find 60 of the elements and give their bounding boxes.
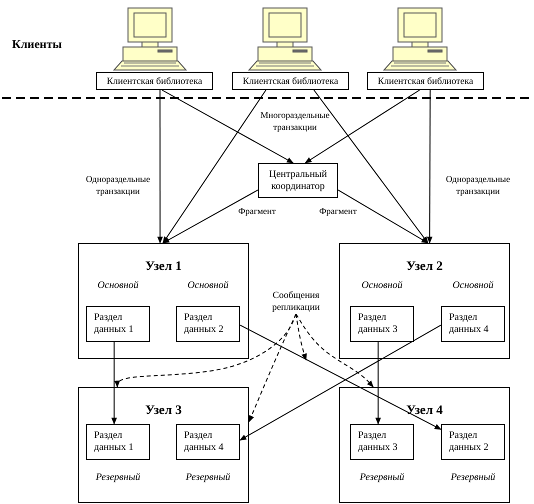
library-name: Клиентская библиотека (376, 76, 474, 88)
node-box (78, 243, 249, 359)
role-label: Резервный (358, 472, 406, 484)
node-box (339, 243, 510, 359)
partition-name: Раздел данных 2 (184, 312, 224, 336)
partition-name: Раздел данных 3 (358, 430, 398, 454)
arrow (338, 189, 429, 244)
role-label: Резервный (184, 472, 232, 484)
node-title: Узел 1 (144, 258, 183, 274)
partition-name: Раздел данных 4 (184, 430, 224, 454)
library-name: Клиентская библиотека (242, 76, 340, 88)
partition-box (86, 424, 150, 460)
role-label: Резервный (94, 472, 142, 484)
partition-box (441, 306, 505, 342)
dashed-arrow (296, 314, 307, 361)
partition-box (350, 424, 414, 460)
arrow (426, 90, 432, 244)
node-title: Узел 4 (405, 402, 444, 418)
node-title: Узел 2 (405, 258, 444, 274)
role-label: Основной (452, 280, 494, 292)
library-box (96, 72, 213, 90)
role-label: Резервный (450, 472, 496, 484)
node-box (78, 387, 249, 503)
partition-name: Раздел данных 1 (94, 312, 134, 336)
edge-label: Фрагмент (318, 205, 358, 217)
arrow (313, 90, 428, 244)
arrow (111, 342, 117, 425)
arrow (304, 90, 420, 164)
library-name: Клиентская библиотека (106, 76, 204, 88)
partition-name: Раздел данных 4 (449, 312, 490, 336)
library-box (367, 72, 484, 90)
node-box (339, 387, 510, 503)
section-label: Клиенты (12, 38, 63, 50)
partition-box (176, 306, 240, 342)
role-label: Основной (96, 280, 140, 292)
edge-group-label: Многораздельные транзакции (259, 109, 331, 133)
edge-label: Однораздельные транзакции (84, 173, 152, 197)
dashed-arrow (114, 314, 296, 388)
role-label: Основной (360, 280, 404, 292)
library-box (232, 72, 349, 90)
node-title: Узел 3 (144, 402, 183, 418)
dashed-arrow (248, 314, 296, 422)
partition-name: Раздел данных 1 (94, 430, 134, 454)
arrow (157, 90, 163, 244)
partition-name: Раздел данных 2 (449, 430, 490, 454)
coordinator-name: Центральный координатор (268, 169, 328, 193)
edge-label: Фрагмент (237, 205, 277, 217)
partition-box (441, 424, 505, 460)
partition-box (86, 306, 150, 342)
coordinator-box (258, 163, 338, 198)
edge-label: Однораздельные транзакции (444, 173, 512, 197)
partition-name: Раздел данных 3 (358, 312, 398, 336)
dashed-arrow (296, 314, 374, 388)
arrow (162, 90, 294, 164)
arrow (162, 189, 258, 244)
role-label: Основной (186, 280, 230, 292)
arrow (375, 342, 381, 425)
arrow (162, 90, 266, 244)
partition-box (350, 306, 414, 342)
partition-box (176, 424, 240, 460)
